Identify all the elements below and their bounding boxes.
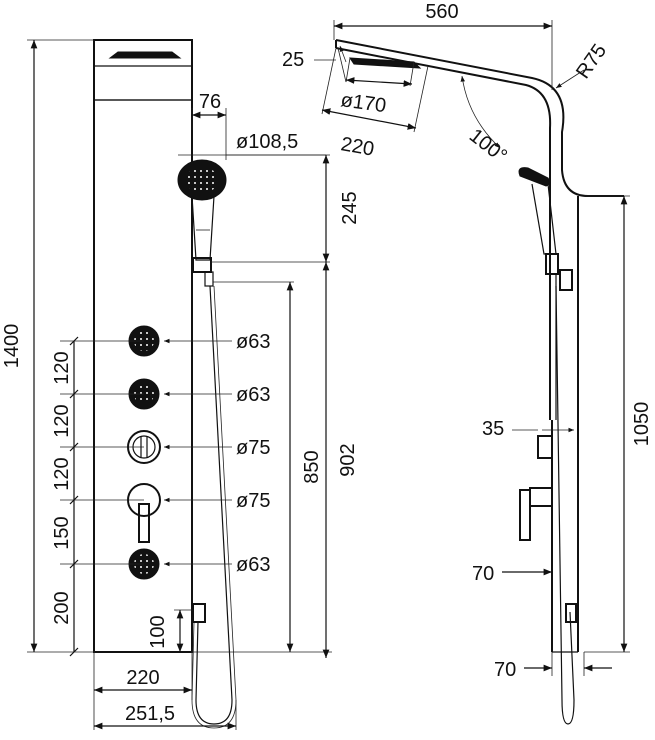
label-diverter: ø75: [236, 437, 270, 459]
dim-head-offset: 76: [199, 91, 221, 113]
dim-holder-height: 245: [339, 191, 361, 224]
dim-base-depth: 70: [494, 659, 516, 681]
rain-head-front: [108, 51, 182, 59]
side-mixer-body: [529, 487, 553, 507]
dim-knob-depth: 35: [482, 418, 504, 440]
dim-spacing-5: 200: [51, 591, 73, 624]
dim-rain-diameter: ø170: [339, 89, 387, 117]
hand-shower-holder: [192, 257, 212, 273]
side-diverter-knob: [537, 435, 553, 459]
dim-spacing-4: 150: [51, 516, 73, 549]
label-mixer: ø75: [236, 490, 270, 512]
front-view: 1400 120 120 120 150 200 100 220: [1, 39, 361, 730]
dim-panel-height: 1050: [631, 402, 653, 447]
label-jet-1: ø63: [236, 331, 270, 353]
label-jet-3: ø63: [236, 554, 270, 576]
dim-arm-angle: 100°: [465, 125, 511, 168]
dim-bottom-inlet: 100: [147, 615, 169, 648]
dim-width-panel: 220: [126, 667, 159, 689]
side-hose: [555, 285, 575, 725]
bottom-inlet: [192, 603, 206, 623]
side-mixer-lever: [519, 489, 531, 541]
side-view: 35 70 70 1050 560 R75 25: [282, 1, 653, 725]
dim-arm-radius: R75: [572, 40, 611, 83]
dim-holder-to-bottom-outer: 902: [337, 443, 359, 476]
dim-rain-offset: 25: [282, 49, 304, 71]
dim-spacing-1: 120: [51, 351, 73, 384]
dim-arm-length: 560: [425, 1, 458, 23]
shower-arm: [335, 39, 624, 197]
dim-width-total: 251,5: [125, 703, 175, 725]
dim-mixer-depth: 70: [472, 563, 494, 585]
dim-spacing-2: 120: [51, 404, 73, 437]
mixer-handle-icon: [127, 483, 161, 543]
dim-height-total: 1400: [1, 324, 23, 369]
label-jet-2: ø63: [236, 384, 270, 406]
dim-holder-to-bottom-inner: 850: [301, 450, 323, 483]
rain-head-side: [349, 57, 422, 69]
dim-spacing-3: 120: [51, 457, 73, 490]
side-hand-shower-icon: [518, 167, 573, 291]
top-head-block: [93, 39, 193, 101]
hose: [195, 285, 233, 725]
hand-shower-icon: [177, 159, 227, 261]
dim-head-diameter: ø108,5: [236, 131, 298, 153]
dim-rain-length: 220: [339, 133, 376, 160]
